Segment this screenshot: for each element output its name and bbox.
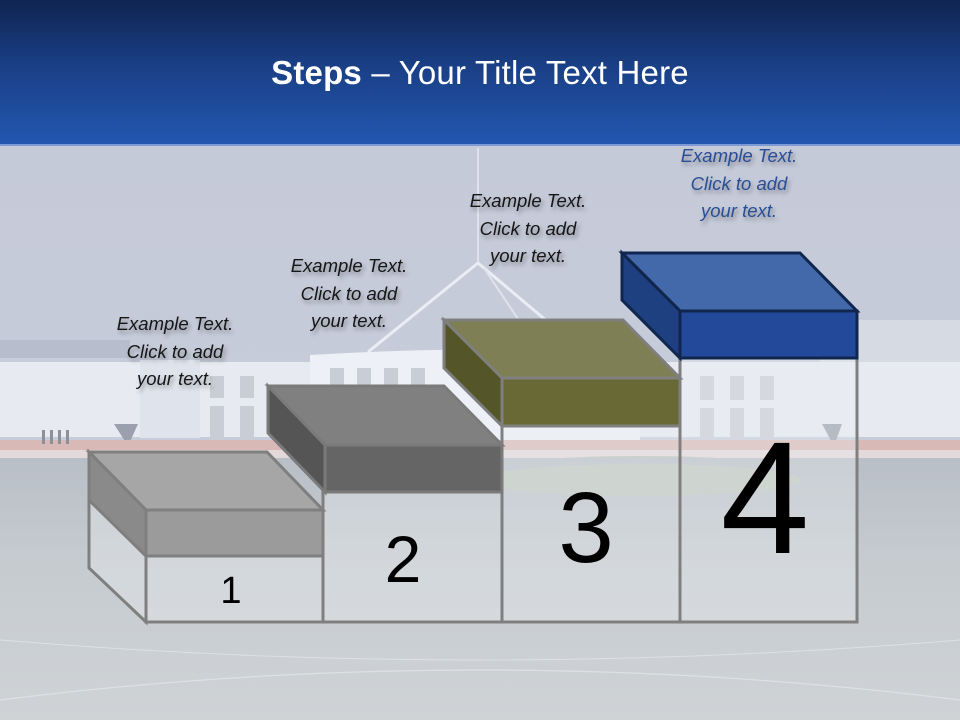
title-rest: – Your Title Text Here (362, 54, 689, 91)
title-bar: Steps – Your Title Text Here (0, 0, 960, 146)
caption-line: your text. (700, 200, 778, 221)
step-4-caption[interactable]: Example Text. Click to add your text. (639, 142, 839, 225)
step-3-block[interactable] (440, 316, 684, 430)
caption-line: Click to add (690, 172, 788, 194)
step-4-block[interactable] (618, 249, 861, 362)
slide-title[interactable]: Steps – Your Title Text Here (0, 54, 960, 92)
caption-line: Example Text. (469, 190, 587, 211)
step-1-number: 1 (220, 570, 242, 612)
caption-line: Click to add (479, 217, 577, 239)
step-3-caption[interactable]: Example Text. Click to add your text. (428, 187, 628, 270)
caption-line: your text. (136, 368, 214, 389)
step-1-caption[interactable]: Example Text. Click to add your text. (75, 310, 275, 393)
step-1-block[interactable] (85, 448, 327, 560)
caption-line: your text. (310, 310, 388, 331)
caption-line: your text. (489, 245, 567, 266)
step-2-number: 2 (384, 522, 422, 596)
caption-line: Example Text. (290, 255, 408, 276)
step-2-caption[interactable]: Example Text. Click to add your text. (249, 252, 449, 335)
step-4-number: 4 (720, 408, 810, 587)
caption-line: Click to add (126, 340, 224, 362)
title-bold: Steps (271, 54, 362, 91)
caption-line: Click to add (300, 282, 398, 304)
step-2-block[interactable] (264, 382, 506, 496)
step-3-number: 3 (558, 472, 614, 584)
caption-line: Example Text. (116, 313, 234, 334)
caption-line: Example Text. (680, 145, 798, 166)
